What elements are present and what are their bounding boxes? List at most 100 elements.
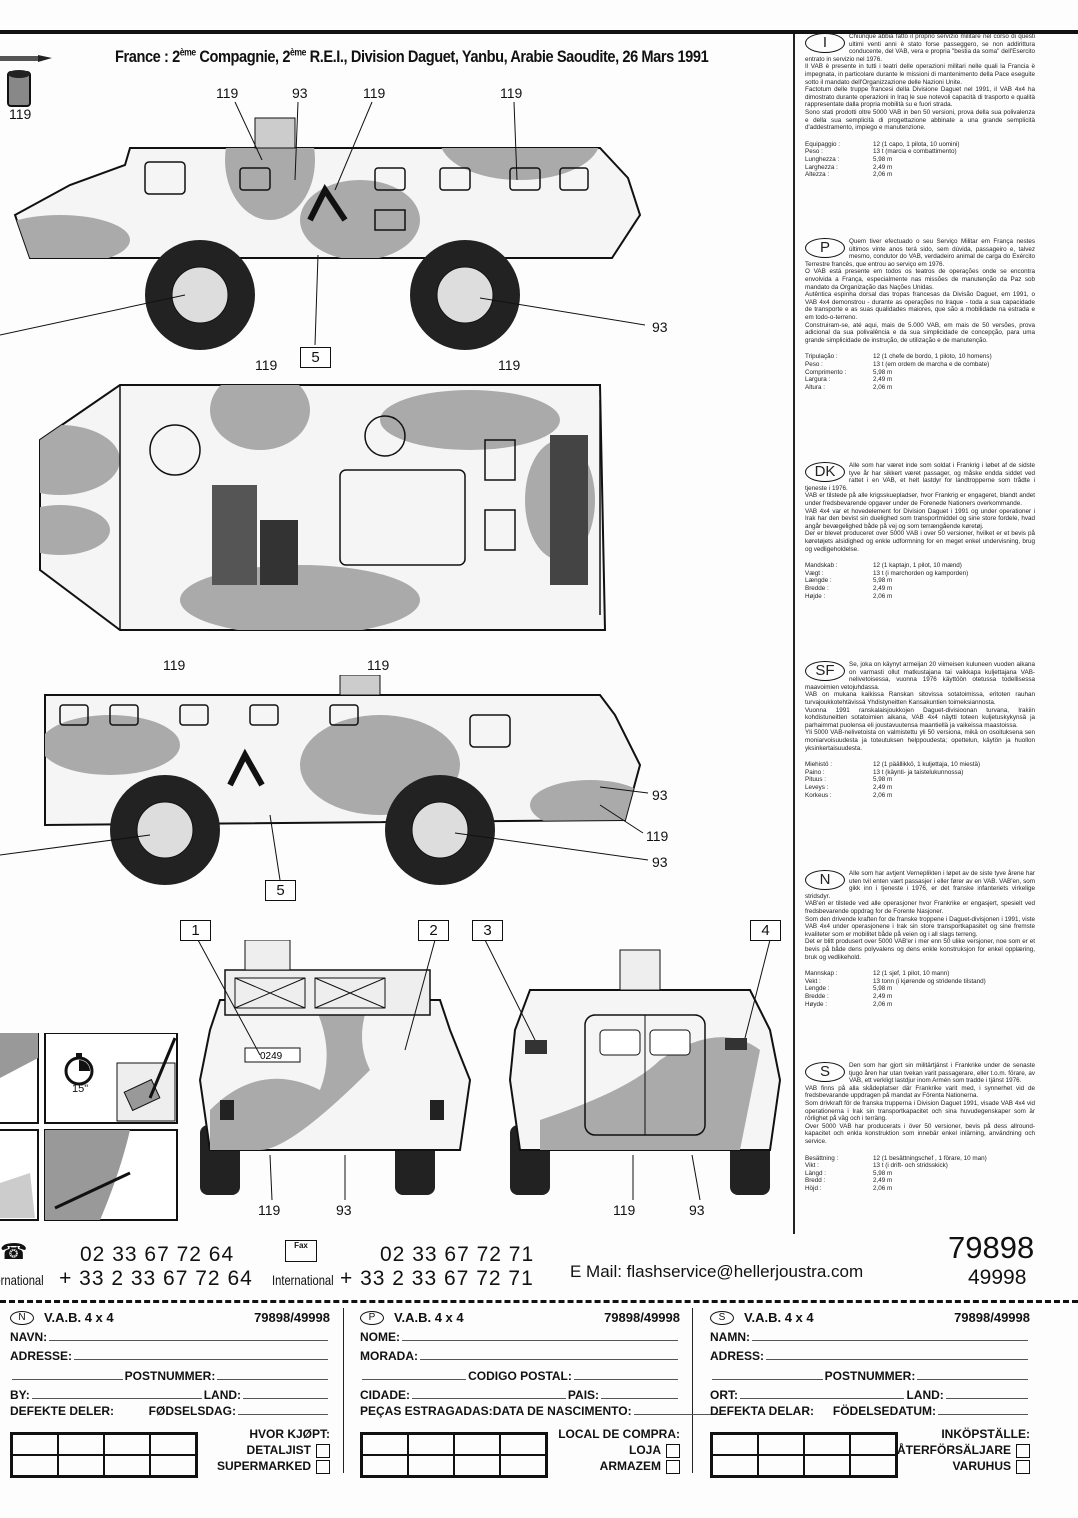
spec-label: Paino : [805, 768, 825, 776]
spec-table: Mannskap :12 (1 sjef, 1 pilot, 10 mann)V… [805, 970, 1035, 1008]
country-field[interactable] [945, 1398, 1028, 1399]
paragraph: Der er blevet produceret over 5000 VAB i… [805, 530, 1035, 553]
purchase-place-label: LOCAL DE COMPRA: [558, 1427, 680, 1441]
birthdate-field[interactable] [238, 1414, 328, 1415]
parts-cell[interactable] [712, 1455, 758, 1476]
paragraph: Den som har gjort sin militärtjänst i Fr… [849, 1062, 1035, 1085]
country-field[interactable] [243, 1398, 328, 1399]
spec-value: 13 t (marcia e combattimento) [873, 148, 957, 156]
spec-row: Lengde :5,98 m [805, 985, 1035, 993]
parts-cell[interactable] [58, 1455, 104, 1476]
postal-field[interactable] [217, 1379, 329, 1380]
address-line2-field[interactable] [712, 1379, 823, 1380]
city-field[interactable] [31, 1398, 202, 1399]
parts-cell[interactable] [12, 1455, 58, 1476]
city-field[interactable] [740, 1398, 905, 1399]
parts-cell[interactable] [804, 1455, 850, 1476]
parts-cell[interactable] [500, 1455, 546, 1476]
parts-grid[interactable] [710, 1432, 898, 1478]
spec-row: Vægt :13 t (i marchorden og kamporden) [805, 570, 1035, 578]
spec-row: Korkeus :2,06 m [805, 792, 1035, 800]
parts-grid[interactable] [10, 1432, 198, 1478]
parts-cell[interactable] [758, 1455, 804, 1476]
parts-cell[interactable] [712, 1434, 758, 1455]
parts-cell[interactable] [804, 1434, 850, 1455]
option1-checkbox[interactable] [1016, 1443, 1030, 1458]
paragraph: VAB finns på alla skådeplatser där Frank… [805, 1084, 1035, 1100]
paint-brush-icon [0, 55, 52, 107]
country-label: LAND: [203, 1388, 242, 1402]
option1-checkbox[interactable] [666, 1443, 680, 1458]
paragraph: Som drivkraft för de franska trupperna i… [805, 1099, 1035, 1123]
parts-cell[interactable] [12, 1434, 58, 1455]
callout-119: 119 [367, 657, 390, 673]
spec-value: 2,06 m [873, 171, 893, 179]
parts-cell[interactable] [58, 1434, 104, 1455]
spec-row: Bredde :2,49 m [805, 993, 1035, 1001]
email-address[interactable]: E Mail: flashservice@hellerjoustra.com [570, 1262, 864, 1281]
spec-value: 2,06 m [873, 1000, 893, 1008]
postal-label: CODIGO POSTAL: [468, 1369, 572, 1383]
callout-119: 119 [258, 1202, 281, 1218]
postal-label: POSTNUMMER: [824, 1369, 916, 1383]
address-field[interactable] [766, 1359, 1028, 1360]
birthdate-label: DATA DE NASCIMENTO: [492, 1404, 632, 1418]
language-badge: N [10, 1311, 34, 1325]
option2-checkbox[interactable] [1016, 1459, 1030, 1474]
paragraph: Som den drivende kraften for de franske … [805, 915, 1035, 938]
address-field[interactable] [420, 1359, 678, 1360]
option2-checkbox[interactable] [316, 1459, 330, 1474]
spec-row: Tripulação :12 (1 chefe de bordo, 1 pilo… [805, 353, 1035, 361]
license-plate: 0249 [260, 1051, 283, 1062]
parts-cell[interactable] [454, 1455, 500, 1476]
city-field[interactable] [412, 1398, 566, 1399]
callout-93: 93 [652, 319, 668, 335]
option2-checkbox[interactable] [666, 1459, 680, 1474]
option1-checkbox[interactable] [316, 1443, 330, 1458]
birthdate-field[interactable] [633, 1414, 724, 1415]
fax-icon-label: Fax [294, 1241, 308, 1250]
parts-cell[interactable] [362, 1455, 408, 1476]
name-field[interactable] [402, 1340, 678, 1341]
paragraph: VAB 4x4 var et hovedelement for Division… [805, 507, 1035, 530]
postal-label: POSTNUMMER: [124, 1369, 216, 1383]
spec-label: Korkeus : [805, 791, 832, 799]
postal-field[interactable] [917, 1379, 1029, 1380]
parts-cell[interactable] [500, 1434, 546, 1455]
parts-cell[interactable] [408, 1434, 454, 1455]
paragraph: Vuonna 1991 ranskalaisjoukkojen Daguet-d… [805, 706, 1035, 729]
birthdate-field[interactable] [938, 1414, 1028, 1415]
spec-row: Largura :2,49 m [805, 376, 1035, 384]
parts-cell[interactable] [850, 1455, 896, 1476]
address-field[interactable] [74, 1359, 328, 1360]
parts-cell[interactable] [104, 1455, 150, 1476]
spec-label: Equipaggio : [805, 140, 841, 148]
address-line2-field[interactable] [362, 1379, 467, 1380]
parts-cell[interactable] [408, 1455, 454, 1476]
parts-grid[interactable] [360, 1432, 548, 1478]
parts-cell[interactable] [362, 1434, 408, 1455]
name-field[interactable] [752, 1340, 1028, 1341]
spec-row: Vekt :13 tonn (i kjørende og stridende t… [805, 978, 1035, 986]
country-field[interactable] [601, 1398, 678, 1399]
phone-icon: ☎ [0, 1239, 28, 1264]
address-line2-field[interactable] [12, 1379, 123, 1380]
parts-cell[interactable] [454, 1434, 500, 1455]
name-field[interactable] [49, 1340, 328, 1341]
spec-label: Altura : [805, 383, 825, 391]
paragraph: Sono stati prodotti oltre 5000 VAB in be… [805, 108, 1035, 132]
parts-cell[interactable] [758, 1434, 804, 1455]
top-rule [0, 30, 1078, 34]
postal-field[interactable] [573, 1379, 678, 1380]
option1-label: LOJA [628, 1443, 661, 1457]
spec-row: Comprimento :5,98 m [805, 369, 1035, 377]
parts-cell[interactable] [150, 1455, 196, 1476]
spec-table: Besättning :12 (1 besättningschef , 1 fö… [805, 1155, 1035, 1193]
paragraph: Se, joka on käynyt armeijan 20 viimeisen… [805, 661, 1035, 691]
parts-cell[interactable] [150, 1434, 196, 1455]
parts-cell[interactable] [850, 1434, 896, 1455]
parts-cell[interactable] [104, 1434, 150, 1455]
spec-row: Altezza :2,06 m [805, 171, 1035, 179]
